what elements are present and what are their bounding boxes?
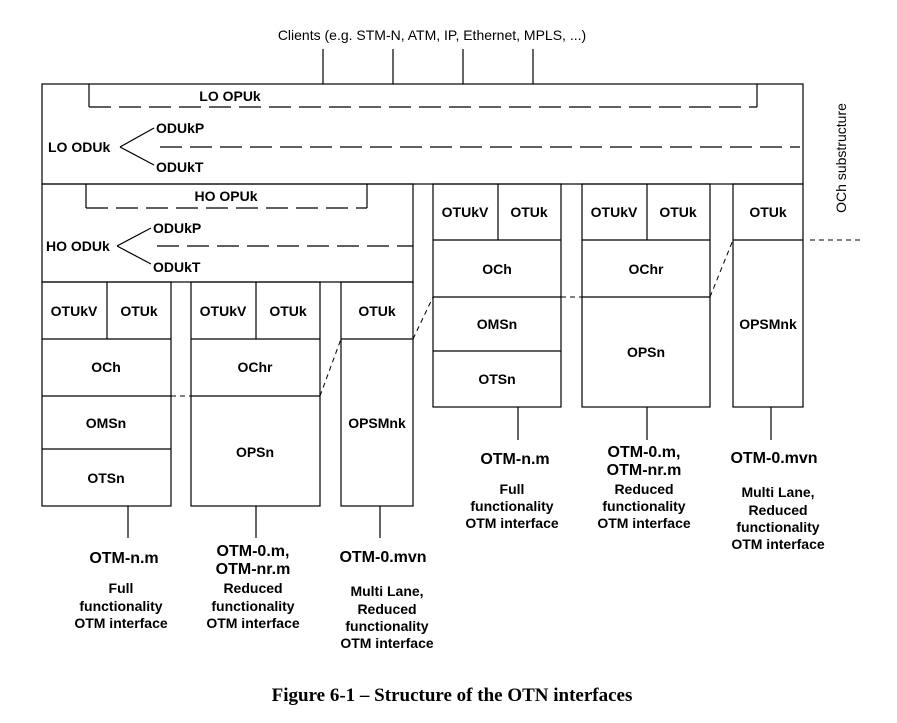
left-och: OCh — [91, 359, 121, 375]
lo-odukt-label: ODUkT — [156, 159, 204, 175]
r2-otukv: OTUkV — [591, 204, 638, 220]
r-desc-3: OTM interface — [465, 515, 559, 531]
lo-oduk-fork — [119, 127, 800, 166]
stack-right-reduced — [581, 183, 711, 440]
r2-interface-name-1: OTM-0.m, — [608, 444, 681, 461]
mid-desc-2: functionality — [211, 598, 294, 614]
mvn-right-desc-3: functionality — [736, 519, 819, 535]
ho-opuk-label: HO OPUk — [194, 188, 257, 204]
client-connector-lines — [322, 49, 534, 84]
mid-desc-1: Reduced — [223, 580, 282, 596]
figure-caption: Figure 6-1 – Structure of the OTN interf… — [272, 685, 633, 706]
ho-odukp-label: ODUkP — [153, 220, 201, 236]
mvn-left-desc-1: Multi Lane, — [350, 583, 423, 599]
r2-ochr: OChr — [629, 261, 665, 277]
mid-otukv: OTUkV — [200, 303, 247, 319]
r2-opsn: OPSn — [627, 344, 665, 360]
mvn-right-desc-2: Reduced — [748, 502, 807, 518]
mvn-left-desc-2: Reduced — [357, 601, 416, 617]
mvn-left-desc-3: functionality — [345, 618, 428, 634]
r-och: OCh — [482, 261, 512, 277]
ho-oduk-label: HO ODUk — [46, 238, 110, 254]
lo-odukp-label: ODUkP — [156, 120, 204, 136]
mvn-left-interface-name: OTM-0.mvn — [339, 549, 426, 566]
left-omsn: OMSn — [86, 415, 126, 431]
lo-opuk-label: LO OPUk — [199, 88, 261, 104]
r2-desc-2: functionality — [602, 498, 685, 514]
connector-right — [709, 239, 734, 298]
clients-label: Clients (e.g. STM-N, ATM, IP, Ethernet, … — [278, 27, 586, 43]
stack-right-multilane — [732, 183, 804, 440]
r2-interface-name-2: OTM-nr.m — [607, 462, 682, 479]
mid-desc-3: OTM interface — [206, 615, 300, 631]
left-otukv: OTUkV — [51, 303, 98, 319]
r-desc-2: functionality — [470, 498, 553, 514]
mid-interface-name-2: OTM-nr.m — [216, 561, 291, 578]
mid-otuk: OTUk — [269, 303, 307, 319]
stack-left-full — [41, 281, 172, 538]
r2-otuk: OTUk — [659, 204, 697, 220]
mvn-right-interface-name: OTM-0.mvn — [730, 450, 817, 467]
r2-desc-1: Reduced — [614, 481, 673, 497]
stack-left-reduced — [190, 281, 321, 538]
r-otsn: OTSn — [478, 371, 515, 387]
r-desc-1: Full — [500, 481, 525, 497]
r3-opsmnk: OPSMnk — [739, 316, 797, 332]
mid-ochr: OChr — [238, 359, 274, 375]
right-left-opsmnk: OPSMnk — [348, 415, 406, 431]
left-desc-3: OTM interface — [74, 615, 168, 631]
mid-interface-name-1: OTM-0.m, — [217, 543, 290, 560]
lo-oduk-box — [41, 83, 804, 185]
left-otsn: OTSn — [87, 470, 124, 486]
mid-opsn: OPSn — [236, 444, 274, 460]
ho-odukt-label: ODUkT — [153, 259, 201, 275]
left-desc-2: functionality — [79, 598, 162, 614]
lo-opuk-bracket — [88, 84, 758, 108]
och-substructure-label: OCh substructure — [833, 103, 849, 213]
ho-oduk-fork — [116, 227, 413, 265]
stack-left-multilane — [340, 281, 414, 538]
ho-opuk-bracket — [85, 184, 368, 209]
stack-right-full — [432, 183, 562, 440]
connector-left-2 — [319, 338, 342, 397]
mvn-right-desc-1: Multi Lane, — [741, 484, 814, 500]
right-left-otuk: OTUk — [358, 303, 396, 319]
r2-desc-3: OTM interface — [597, 515, 691, 531]
left-desc-1: Full — [109, 580, 134, 596]
mvn-left-desc-4: OTM interface — [340, 635, 434, 651]
left-interface-name: OTM-n.m — [89, 550, 158, 567]
mvn-right-desc-4: OTM interface — [731, 536, 825, 552]
r-omsn: OMSn — [477, 316, 517, 332]
r3-otuk: OTUk — [749, 204, 787, 220]
lo-oduk-label: LO ODUk — [48, 139, 110, 155]
connector-mid-1 — [412, 296, 434, 340]
r-otuk: OTUk — [510, 204, 548, 220]
r-otukv: OTUkV — [442, 204, 489, 220]
r-interface-name: OTM-n.m — [480, 451, 549, 468]
left-otuk: OTUk — [120, 303, 158, 319]
